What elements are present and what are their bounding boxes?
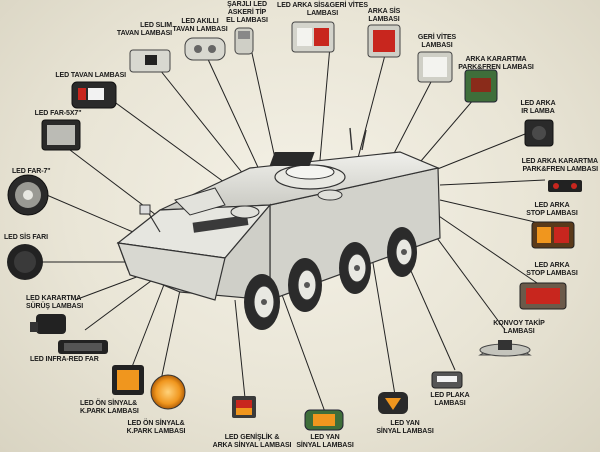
geri-vites-lamp-icon [417, 51, 453, 83]
wheel-1 [244, 274, 280, 330]
led-arka-sis-geri-lamp-icon [291, 21, 335, 53]
led-arka-ir-lamp-icon [524, 119, 554, 147]
vehicle-cupola [174, 187, 226, 216]
wheel-2 [288, 258, 322, 312]
lamp-products [7, 21, 582, 431]
led-arka-karartma-park-lamp-icon [548, 180, 582, 192]
vehicle-hatch [230, 205, 260, 219]
led-arka-stop-2-lamp-icon [519, 282, 567, 310]
arka-karartma-park-lamp-icon [464, 69, 498, 103]
led-far-7-lamp-icon [7, 174, 49, 216]
label-led-far-7: LED FAR-7" [12, 168, 51, 175]
led-akilli-tavan-lamp-icon [184, 37, 226, 61]
vehicle-front-plate [117, 242, 226, 301]
vehicle-wheels [244, 227, 417, 330]
konvoy-takip-lamp-icon [478, 340, 532, 357]
vehicle-grille [269, 152, 315, 166]
label-led-tavan: LED TAVAN LAMBASI [55, 72, 126, 79]
sarjli-led-el-lamp-icon [234, 27, 254, 55]
vehicle-vision-slot [192, 215, 249, 233]
arka-sis-lamp-icon [367, 24, 401, 58]
label-led-sis-far: LED SİS FARI [4, 234, 48, 241]
led-sis-far-lamp-icon [7, 244, 43, 280]
label-led-on-sinyal-1: LED ÖN SİNYAL&K.PARK LAMBASI [80, 400, 139, 415]
led-genislik-lamp-icon [232, 396, 256, 418]
label-led-on-sinyal-2: LED ÖN SİNYAL&K.PARK LAMBASI [126, 420, 186, 435]
label-led-infra-red: LED INFRA-RED FAR [30, 356, 99, 363]
led-slim-tavan-lamp-icon [129, 49, 171, 73]
led-on-sinyal-2-lamp-icon [150, 374, 186, 410]
led-yan-sinyal-2-lamp-icon [304, 409, 344, 431]
led-on-sinyal-1-lamp-icon [112, 365, 144, 395]
label-led-genislik: LED GENİŞLİK &ARKA SİNYAL LAMBASI [212, 434, 292, 449]
label-led-far-5x7: LED FAR-5X7" [34, 110, 82, 117]
led-infra-red-lamp-icon [58, 340, 108, 354]
wheel-3 [339, 242, 371, 294]
led-yan-sinyal-1-lamp-icon [378, 392, 408, 414]
led-far-5x7-lamp-icon [41, 119, 81, 151]
led-tavan-lamp-icon [71, 81, 117, 109]
led-arka-stop-1-lamp-icon [531, 221, 575, 249]
led-plaka-lamp-icon [431, 371, 463, 389]
wheel-4 [387, 227, 417, 277]
armored-vehicle [116, 127, 441, 301]
led-karartma-surus-lamp-icon [30, 314, 66, 334]
